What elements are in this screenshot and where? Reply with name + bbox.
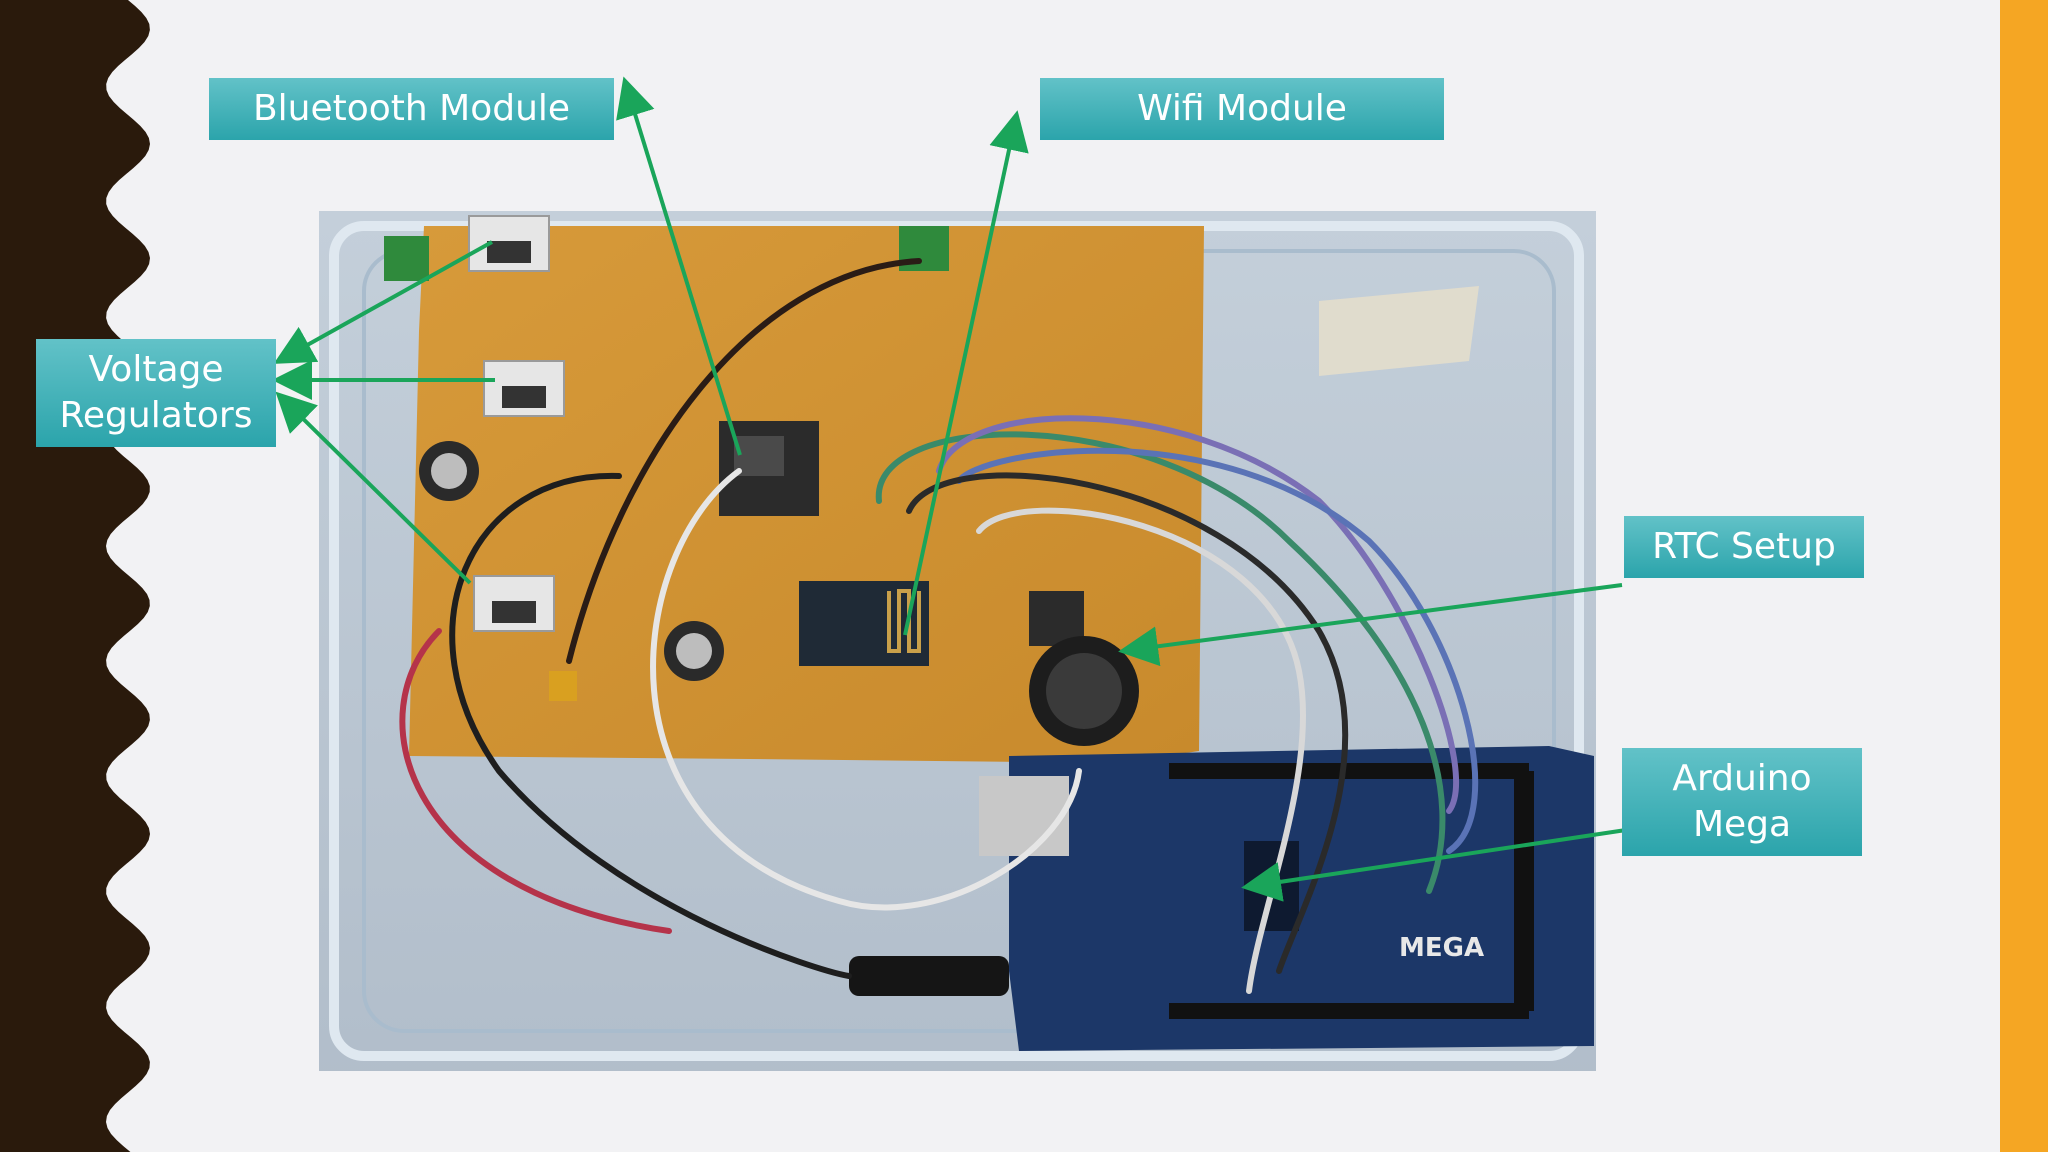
rtc-setup-label: RTC Setup	[1624, 516, 1864, 578]
svg-text:MEGA: MEGA	[1399, 933, 1484, 963]
wavy-left-decoration	[0, 0, 150, 1152]
voltage-regulators-label: Voltage Regulators	[36, 339, 276, 447]
voltage-regulators-text-line2: Regulators	[59, 395, 253, 436]
bluetooth-module-label: Bluetooth Module	[209, 78, 614, 140]
rtc-setup-text: RTC Setup	[1652, 525, 1836, 567]
right-accent-bar	[2000, 0, 2048, 1152]
circuit-board-photo: MEGA	[319, 211, 1596, 1071]
wifi-module-text: Wifi Module	[1137, 87, 1347, 129]
arduino-mega-text-line2: Mega	[1692, 804, 1792, 845]
bluetooth-module-text: Bluetooth Module	[252, 87, 571, 129]
voltage-regulators-text-line1: Voltage	[88, 348, 224, 390]
arduino-mega-text-line1: Arduino	[1672, 757, 1812, 799]
wifi-module-label: Wifi Module	[1040, 78, 1444, 140]
arduino-mega-label: Arduino Mega	[1622, 748, 1862, 856]
